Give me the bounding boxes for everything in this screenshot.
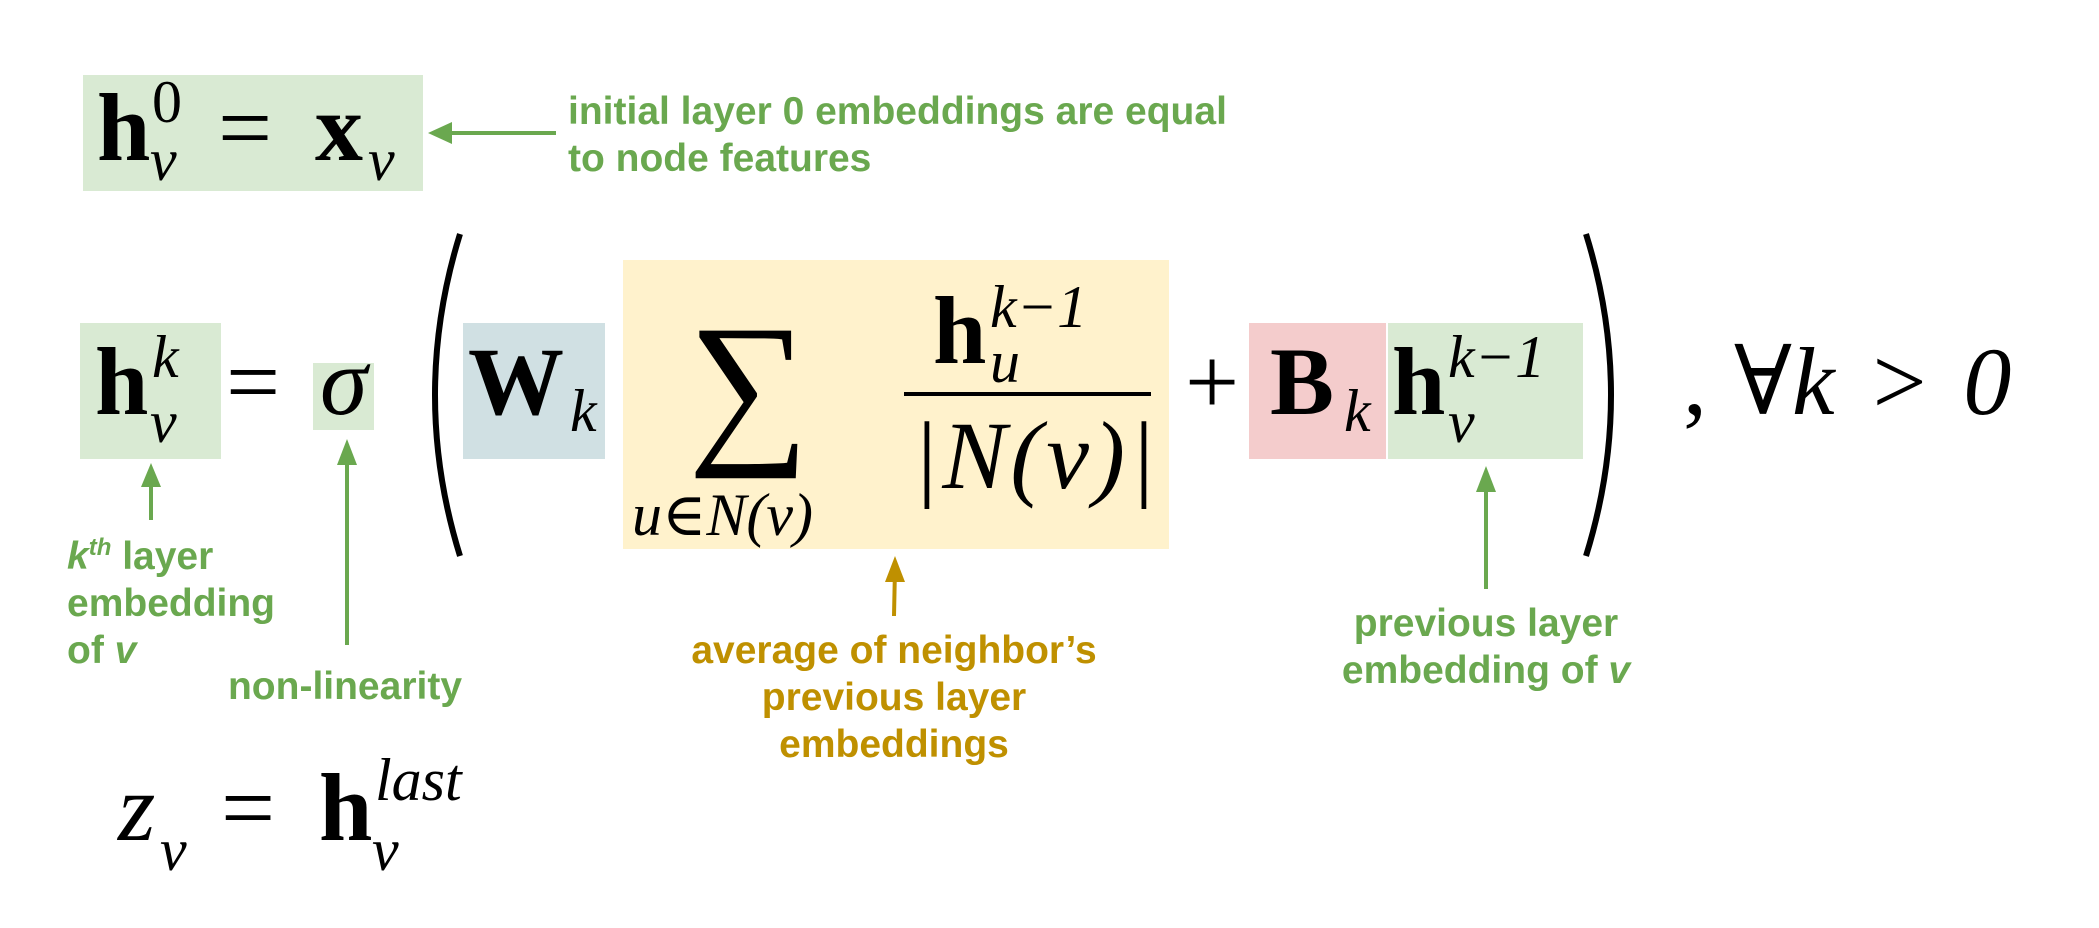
- weight-W: W: [468, 328, 564, 435]
- arrow-to-previous: [1476, 466, 1496, 589]
- bias-B: B: [1270, 328, 1335, 435]
- neighbor-average-highlight: [623, 260, 1169, 549]
- kth-label-line-1: kth layer: [67, 524, 275, 580]
- fraction-bar: [904, 392, 1151, 396]
- comma: ,: [1683, 328, 1707, 435]
- forall-condition: ∀k > 0: [1734, 328, 2012, 435]
- numerator-sup: k−1: [990, 274, 1088, 340]
- eq-init-h: h: [97, 74, 151, 181]
- eq-init-x: x: [315, 74, 363, 181]
- previous-label-line-1: previous layer: [1353, 602, 1619, 645]
- right-parenthesis: [1583, 233, 1614, 557]
- summation-sign: ∑: [688, 291, 810, 479]
- eq-init-x-sub: v: [368, 127, 395, 193]
- layer-k-embedding-highlight: [80, 323, 221, 459]
- eq-init-equals: =: [218, 74, 273, 181]
- initial-label-line-1: initial layer 0 embeddings are equal: [568, 90, 1227, 133]
- denominator: |N(v)|: [912, 402, 1160, 509]
- kth-v: v: [114, 629, 137, 672]
- final-h-sup: last: [375, 747, 462, 813]
- previous-h: h: [1392, 328, 1446, 435]
- final-equals: =: [221, 754, 276, 861]
- eq-init-sub: v: [150, 127, 177, 193]
- arrow-to-layer-k: [141, 463, 161, 520]
- previous-label-text: embedding of: [1341, 649, 1609, 692]
- kth-th: th: [88, 534, 112, 561]
- kth-layer-label: kth layer embedding of v: [67, 524, 275, 674]
- neighbor-average-label: average of neighbor’s previous layer emb…: [691, 627, 1096, 768]
- main-h: h: [95, 328, 149, 435]
- average-label-line-1: average of neighbor’s: [691, 629, 1097, 672]
- bias-matrix-highlight: [1249, 323, 1386, 459]
- bias-B-sub: k: [1344, 378, 1371, 444]
- final-h: h: [319, 754, 373, 861]
- weight-W-sub: k: [570, 378, 597, 444]
- arrow-to-average: [885, 556, 905, 617]
- nonlinearity-highlight: [313, 363, 374, 430]
- numerator-sub: u: [990, 329, 1020, 395]
- sigma: σ: [320, 328, 368, 435]
- kth-label-line-3: of v: [67, 627, 275, 674]
- average-label-line-3: embeddings: [779, 723, 1009, 766]
- kth-k: k: [67, 535, 89, 578]
- arrow-to-sigma: [337, 439, 357, 645]
- final-h-sub: v: [372, 817, 399, 883]
- previous-h-sup: k−1: [1448, 324, 1546, 390]
- previous-embedding-highlight: [1388, 323, 1583, 459]
- kth-of-text: of: [67, 629, 115, 672]
- weight-matrix-highlight: [463, 323, 605, 459]
- nonlinearity-label: non-linearity: [227, 665, 463, 708]
- left-parenthesis: [432, 233, 463, 557]
- previous-h-sub: v: [1448, 389, 1475, 455]
- summation-subscript: u∈N(v): [632, 482, 814, 548]
- final-z: z: [118, 754, 156, 861]
- previous-v: v: [1608, 649, 1631, 692]
- numerator-h: h: [933, 277, 987, 384]
- plus-sign: +: [1185, 328, 1240, 435]
- eq-init-sup: 0: [152, 69, 182, 135]
- kth-label-line-2: embedding: [67, 582, 276, 625]
- main-h-sub: v: [150, 389, 177, 455]
- initial-embedding-highlight: [83, 75, 423, 191]
- average-label-line-2: previous layer: [761, 676, 1027, 719]
- previous-label-line-2: embedding of v: [1342, 647, 1630, 694]
- main-equals: =: [226, 328, 281, 435]
- initial-label-line-2: to node features: [568, 137, 872, 180]
- initial-embedding-label: initial layer 0 embeddings are equal to …: [568, 88, 1227, 182]
- kth-layer-text: layer: [111, 535, 214, 578]
- previous-embedding-label: previous layer embedding of v: [1342, 600, 1630, 694]
- final-z-sub: v: [160, 817, 187, 883]
- arrow-to-initial: [428, 122, 556, 144]
- main-h-sup: k: [152, 324, 179, 390]
